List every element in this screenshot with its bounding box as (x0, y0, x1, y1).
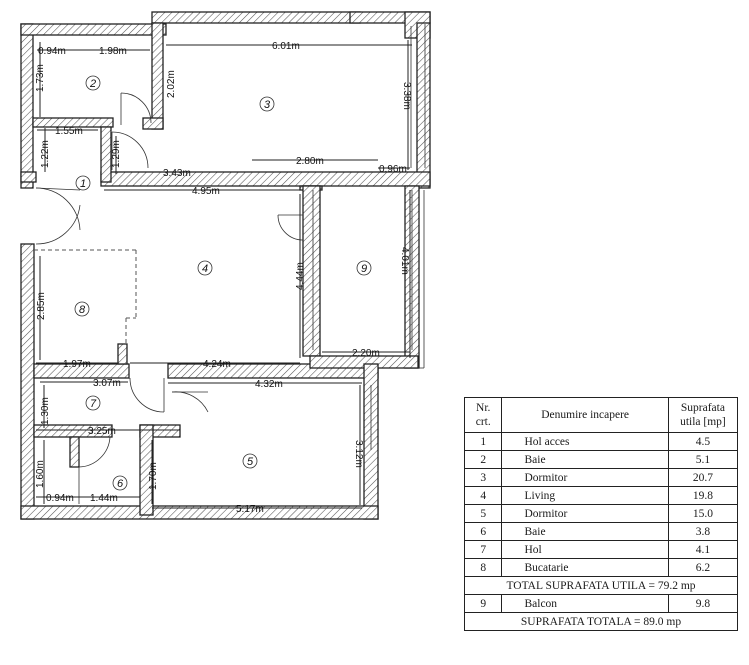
cell-nr: 3 (463, 468, 503, 487)
dim-label: 0.94m (38, 46, 66, 57)
room-number-3: 3 (264, 99, 271, 111)
dim-label: 3.25m (88, 426, 116, 437)
dim-label: 3.38m (401, 82, 412, 110)
dim-label: 4.95m (192, 186, 220, 197)
cell-name: Bucatarie (501, 558, 669, 577)
room-number-6: 6 (117, 478, 124, 490)
header-area: Suprafata utila [mp] (667, 397, 739, 433)
cell-area: 6.2 (667, 558, 739, 577)
dim-label: 1.22m (40, 140, 51, 168)
dim-label: 1.30m (40, 397, 51, 425)
room-marker-6: 6 (112, 475, 128, 491)
dim-label: 1.44m (90, 493, 118, 504)
cell-nr: 2 (463, 450, 503, 469)
header-nr: Nr. crt. (463, 397, 503, 433)
dim-label: 2.02m (166, 70, 177, 98)
room-number-9: 9 (361, 263, 367, 275)
room-markers: 1 2 3 4 5 6 7 8 9 (74, 75, 372, 491)
dim-label: 1.60m (35, 460, 46, 488)
walls (20, 11, 431, 520)
dim-label: 1.55m (55, 126, 83, 137)
room-area-table: Nr. crt. Denumire incapere Suprafata uti… (463, 397, 739, 631)
room-number-2: 2 (89, 78, 96, 90)
dimension-labels: 0.94m 1.98m 6.01m 1.73m 2.02m 3.38m 1.55… (35, 41, 412, 515)
dim-label: 1.98m (99, 46, 127, 57)
dim-label: 2.80m (296, 156, 324, 167)
table-header-row: Nr. crt. Denumire incapere Suprafata uti… (463, 397, 739, 433)
total-useful-text: TOTAL SUPRAFATA UTILA = 79.2 mp (464, 576, 738, 595)
cell-area: 4.5 (667, 432, 739, 451)
cell-area: 5.1 (667, 450, 739, 469)
dim-label: 3.43m (163, 168, 191, 179)
dim-label: 0.96m (379, 164, 407, 175)
cell-name: Hol acces (501, 432, 669, 451)
room-marker-4: 4 (197, 260, 213, 276)
room-number-5: 5 (247, 456, 254, 468)
cell-name: Dormitor (501, 504, 669, 523)
cell-area: 9.8 (667, 594, 739, 613)
dim-label: 4.44m (295, 262, 306, 290)
dim-label: 1.70m (148, 462, 159, 490)
cell-nr: 6 (463, 522, 503, 541)
total-text: SUPRAFATA TOTALA = 89.0 mp (464, 612, 738, 631)
total-useful-row: TOTAL SUPRAFATA UTILA = 79.2 mp (464, 576, 738, 595)
dim-label: 2.85m (36, 292, 47, 320)
dim-label: 1.73m (35, 64, 46, 92)
dim-label: 4.24m (203, 359, 231, 370)
cell-area: 3.8 (667, 522, 739, 541)
room-number-4: 4 (202, 263, 208, 275)
cell-nr: 5 (463, 504, 503, 523)
cell-name: Hol (501, 540, 669, 559)
dim-label: 3.07m (93, 378, 121, 389)
room-number-7: 7 (90, 398, 97, 410)
cell-nr: 9 (463, 594, 503, 613)
plan-lines (34, 24, 426, 509)
total-row: SUPRAFATA TOTALA = 89.0 mp (464, 612, 738, 631)
dim-label: 0.94m (46, 493, 74, 504)
cell-nr: 7 (463, 540, 503, 559)
dim-label: 4.32m (255, 379, 283, 390)
cell-name: Dormitor (501, 468, 669, 487)
cell-area: 19.8 (667, 486, 739, 505)
cell-name: Baie (501, 450, 669, 469)
cell-name: Baie (501, 522, 669, 541)
dim-label: 3.12m (353, 440, 364, 468)
cell-nr: 8 (463, 558, 503, 577)
header-name: Denumire incapere (501, 397, 669, 433)
room-marker-1: 1 (75, 175, 91, 191)
cell-nr: 4 (463, 486, 503, 505)
room-marker-8: 8 (74, 301, 90, 317)
cell-name: Balcon (501, 594, 669, 613)
room-marker-7: 7 (85, 395, 101, 411)
dim-label: 5.17m (236, 504, 264, 515)
dim-label: 1.29m (111, 140, 122, 168)
dim-label: 1.97m (63, 359, 91, 370)
cell-nr: 1 (463, 432, 503, 451)
room-marker-5: 5 (242, 453, 258, 469)
room-marker-9: 9 (356, 260, 372, 276)
cell-area: 15.0 (667, 504, 739, 523)
room-number-8: 8 (79, 304, 86, 316)
cell-name: Living (501, 486, 669, 505)
dim-label: 4.01m (399, 247, 410, 275)
room-marker-3: 3 (259, 96, 275, 112)
dim-label: 6.01m (272, 41, 300, 52)
dim-label: 2.20m (352, 348, 380, 359)
cell-area: 4.1 (667, 540, 739, 559)
room-number-1: 1 (80, 178, 86, 190)
room-marker-2: 2 (85, 75, 101, 91)
cell-area: 20.7 (667, 468, 739, 487)
